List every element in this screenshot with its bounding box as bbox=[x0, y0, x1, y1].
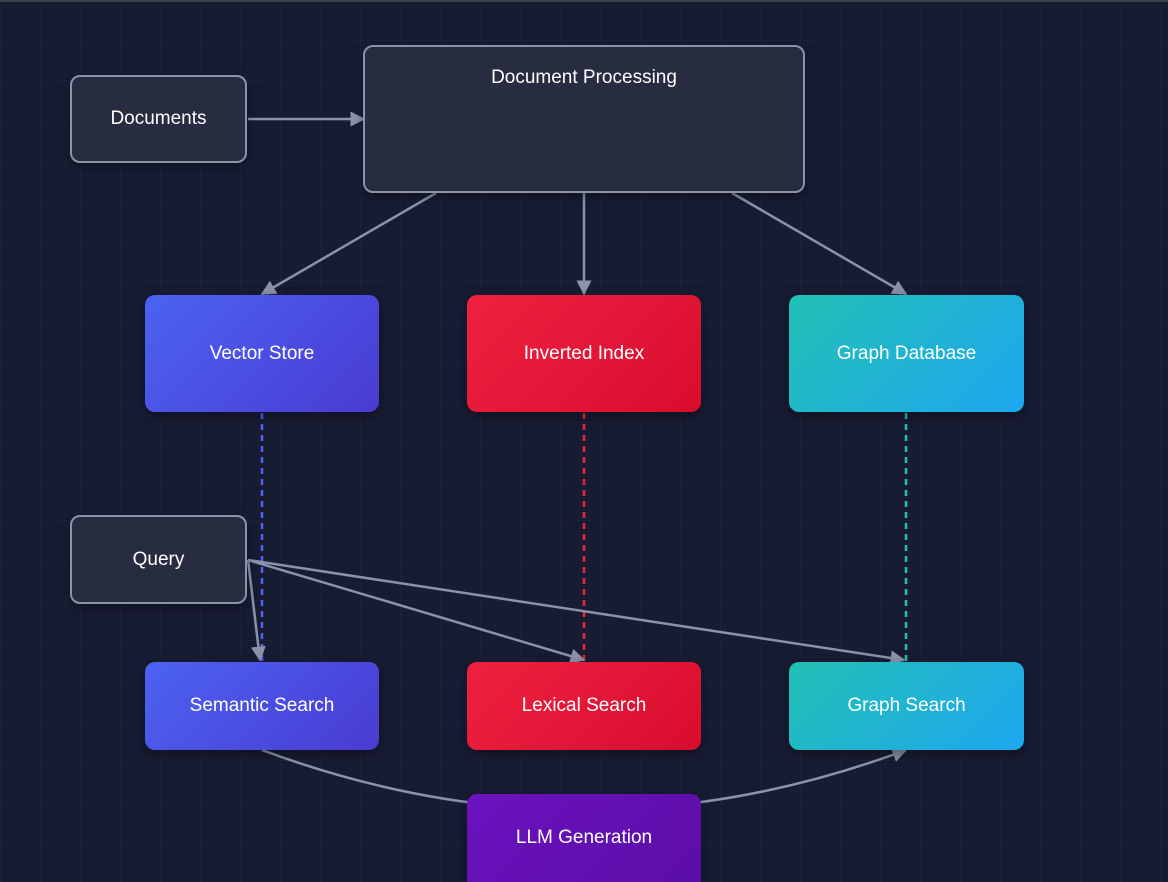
query-node[interactable]: Query bbox=[70, 515, 247, 604]
graph-database-label: Graph Database bbox=[836, 342, 977, 364]
document-processing-label: Document Processing bbox=[491, 67, 677, 88]
documents-label: Documents bbox=[110, 108, 207, 129]
llm-generation-label: LLM Generation bbox=[515, 827, 653, 848]
inverted-index-node[interactable]: Inverted Index bbox=[467, 295, 701, 412]
llm-generation-node[interactable]: LLM Generation bbox=[467, 794, 701, 882]
edge-processing-to-graph-database bbox=[731, 191, 908, 296]
document-processing-node[interactable]: Document Processing bbox=[363, 45, 805, 193]
semantic-search-node[interactable]: Semantic Search bbox=[145, 662, 379, 750]
graph-search-label: Graph Search bbox=[847, 695, 966, 716]
documents-node[interactable]: Documents bbox=[70, 75, 247, 163]
edge-query-to-graph-search bbox=[247, 558, 906, 666]
edge-query-to-lexical-search bbox=[247, 558, 586, 664]
semantic-search-label: Semantic Search bbox=[189, 695, 335, 716]
window-top-border bbox=[0, 0, 1168, 2]
query-label: Query bbox=[132, 548, 185, 570]
lexical-search-label: Lexical Search bbox=[521, 695, 647, 716]
vector-store-node[interactable]: Vector Store bbox=[145, 295, 379, 412]
inverted-index-label: Inverted Index bbox=[523, 342, 645, 364]
edge-query-to-semantic-search bbox=[246, 559, 266, 662]
graph-database-node[interactable]: Graph Database bbox=[789, 295, 1024, 412]
edge-processing-to-vector-store bbox=[260, 191, 437, 296]
graph-search-node[interactable]: Graph Search bbox=[789, 662, 1024, 750]
lexical-search-node[interactable]: Lexical Search bbox=[467, 662, 701, 750]
vector-store-label: Vector Store bbox=[209, 342, 315, 364]
